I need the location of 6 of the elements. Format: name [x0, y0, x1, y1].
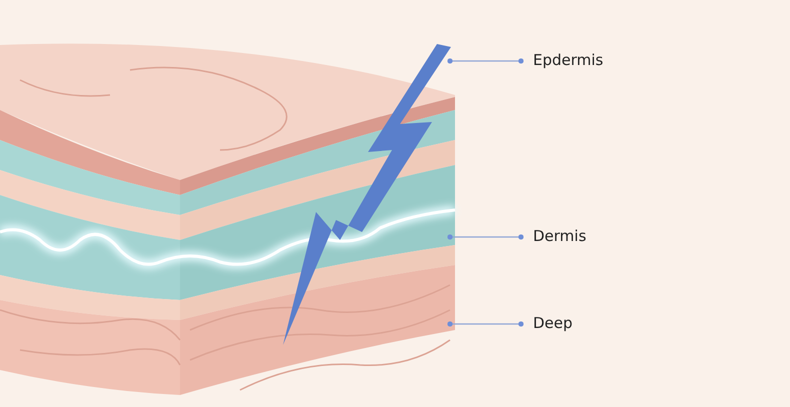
leader-line	[447, 58, 524, 64]
layer-label: Epdermis	[533, 51, 604, 69]
leader-line	[447, 321, 524, 327]
layer-label: Dermis	[533, 227, 586, 245]
leader-line	[447, 234, 524, 240]
layer-label: Deep	[533, 314, 573, 332]
